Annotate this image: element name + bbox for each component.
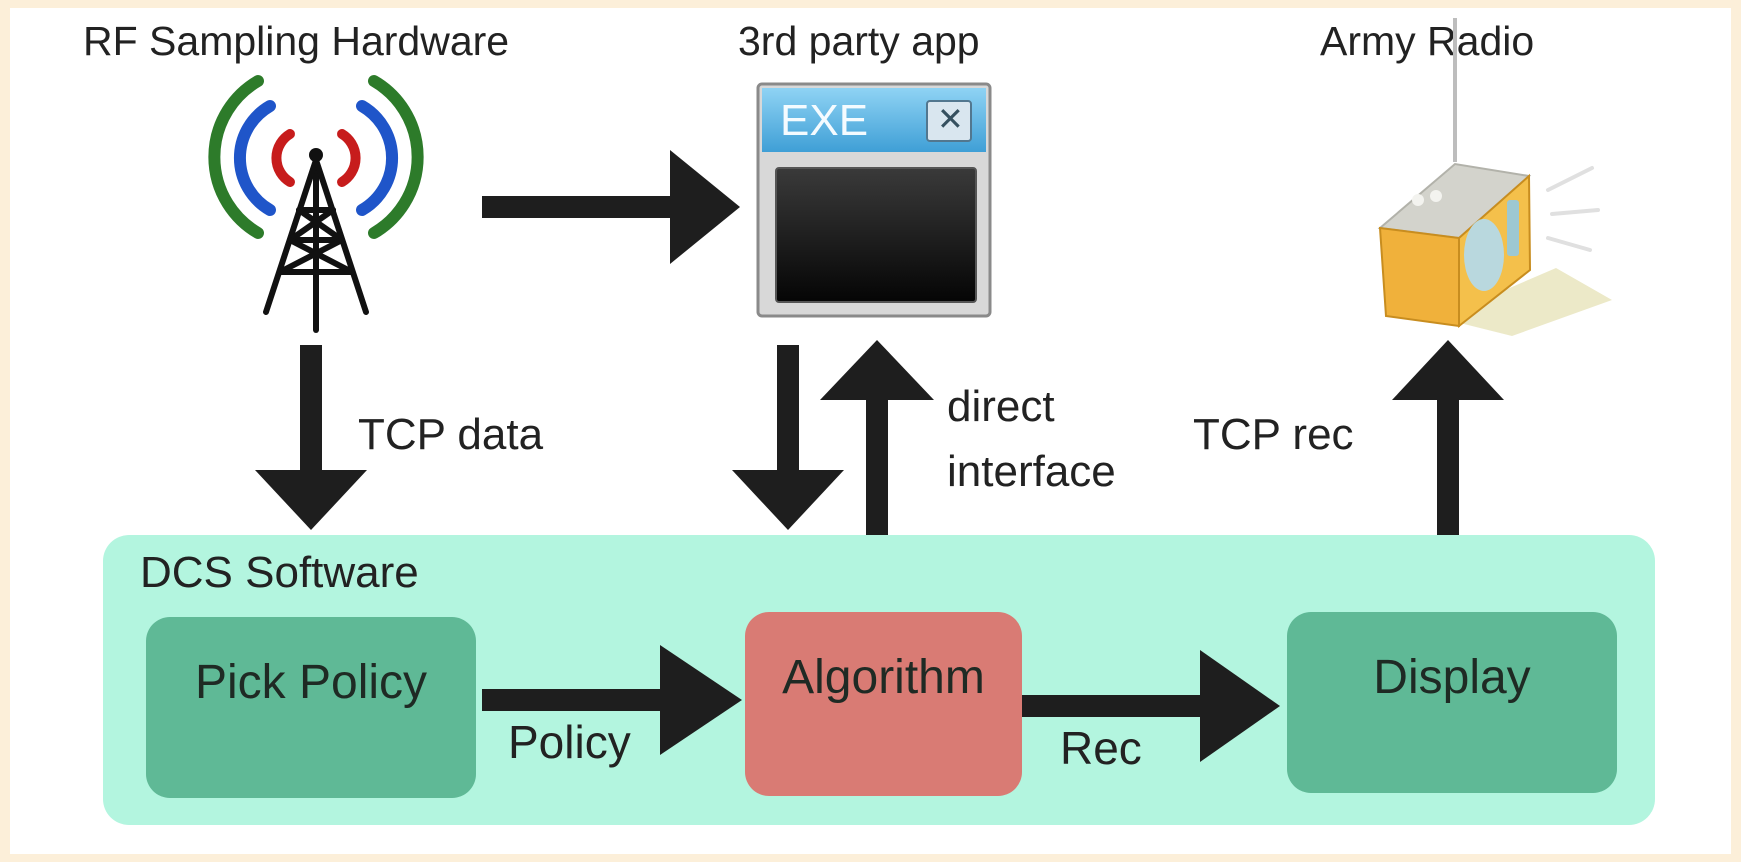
- arrow-dcs-to-app: [820, 340, 934, 535]
- algorithm-box: Algorithm: [745, 612, 1022, 796]
- arrow-rf-to-dcs: [255, 345, 367, 530]
- display-box: Display: [1287, 612, 1617, 793]
- policy-edge-label: Policy: [508, 716, 631, 768]
- rec-edge-label: Rec: [1060, 722, 1142, 774]
- direct-interface-label-line2: interface: [947, 447, 1116, 496]
- arrow-rf-to-app: [482, 150, 740, 264]
- arrow-dcs-to-radio: [1392, 340, 1504, 535]
- tcp-data-label: TCP data: [358, 410, 544, 459]
- close-icon: ✕: [937, 101, 964, 137]
- dcs-software-label: DCS Software: [140, 548, 419, 597]
- display-label: Display: [1373, 651, 1531, 704]
- pick-policy-box: Pick Policy: [146, 617, 476, 798]
- arrow-policy-to-algorithm: [482, 645, 742, 755]
- app-window-title: EXE: [780, 96, 869, 145]
- arrow-app-to-dcs: [732, 345, 844, 530]
- army-radio-label: Army Radio: [1320, 18, 1535, 64]
- rf-hardware-label: RF Sampling Hardware: [83, 18, 510, 64]
- pick-policy-label: Pick Policy: [194, 656, 428, 709]
- arrow-algorithm-to-display: [1022, 650, 1280, 762]
- direct-interface-label-line1: direct: [947, 382, 1055, 431]
- third-party-app-label: 3rd party app: [738, 18, 980, 64]
- algorithm-label: Algorithm: [782, 651, 985, 704]
- tcp-rec-label: TCP rec: [1193, 410, 1354, 459]
